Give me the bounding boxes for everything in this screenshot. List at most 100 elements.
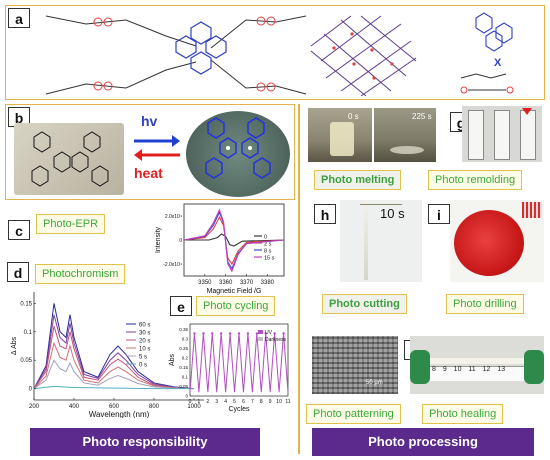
cycle-point-8: [264, 332, 267, 335]
epr-ytick-label-2: -2.0x10⁴: [163, 262, 182, 268]
abs-series-4: [33, 359, 195, 390]
x-mark: X: [494, 57, 502, 69]
cutting-time: 10 s: [380, 206, 405, 221]
photo-melting-tag: Photo melting: [314, 170, 402, 190]
cycle-xtick-label-8: 8: [260, 399, 263, 405]
cycle-xtick-label-4: 4: [224, 399, 227, 405]
abs-legend-label-4: 5 s: [139, 355, 147, 361]
abs-legend-label-3: 10 s: [139, 347, 150, 353]
epr-ylabel: Intensity: [155, 226, 162, 253]
epr-series-0: [184, 233, 285, 247]
photo-cycling-tag: Photo cycling: [196, 296, 276, 316]
abs-legend-label-2: 20 s: [139, 339, 150, 345]
cycle-ytick-label-3: 0.15: [179, 365, 188, 370]
cycle-ytick-label-5: 0.25: [179, 346, 188, 351]
abs-legend-label-1: 30 s: [139, 331, 150, 337]
epr-series-3: [183, 208, 285, 273]
cycle-xtick-label-7: 7: [251, 399, 254, 405]
photo-responsibility-banner: Photo responsibility: [30, 428, 260, 456]
abs-ytick-label-3: 0.15: [20, 301, 32, 307]
cycle-point-6: [246, 332, 250, 335]
cycle-legend-swatch-0: [258, 330, 263, 334]
cycle-xtick-label-1: 1: [198, 399, 201, 405]
cycle-plot-frame: [189, 323, 289, 397]
abs-legend-label-5: 0 s: [139, 363, 147, 369]
polymer-structure: X: [45, 12, 514, 97]
cycle-point-3: [219, 332, 223, 335]
photo-cutting-tag: Photo cutting: [322, 294, 407, 314]
epr-legend-label-1: 2 s: [264, 242, 272, 248]
panel-e-label: e: [170, 296, 192, 316]
cycle-legend-label-0: UV: [265, 330, 273, 336]
cycle-point-10: [282, 332, 285, 335]
scale-bar-label: 50 μm: [366, 380, 383, 386]
photo-epr-tag: Photo-EPR: [36, 214, 106, 234]
ruler-numbers: 8 9 10 11 12 13: [432, 366, 506, 373]
epr-xtick-label-3: 3380: [261, 280, 275, 286]
abs-xtick-label-1: 400: [69, 404, 80, 410]
panel-c: c Photo-EPR: [5, 203, 295, 261]
abs-series-2: [33, 325, 195, 390]
abs-xtick-label-0: 200: [29, 404, 40, 410]
cycle-point-5: [237, 332, 241, 335]
cycle-ytick-label-1: 0.05: [179, 384, 188, 389]
photo-healing-tag: Photo healing: [422, 404, 504, 424]
cycle-xtick-label-9: 9: [269, 399, 272, 405]
cycle-point-2: [211, 332, 214, 335]
cycle-ylabel: Abs: [169, 353, 176, 366]
epr-legend-label-2: 8 s: [264, 249, 272, 255]
abs-series-1: [33, 314, 195, 390]
photo-processing-banner: Photo processing: [312, 428, 534, 456]
epr-ytick-label-1: 0: [179, 238, 182, 244]
colored-crystal-photo: [186, 111, 290, 197]
epr-legend-label-3: 15 s: [264, 256, 275, 262]
panel-b: b hv heat: [5, 104, 295, 200]
melting-photo-225s: [374, 108, 436, 162]
cycle-xtick-label-6: 6: [242, 399, 245, 405]
cycle-xtick-label-11: 11: [285, 399, 290, 405]
panel-a-label: a: [8, 8, 30, 28]
melting-time-225: 225 s: [412, 112, 432, 121]
reversible-arrows: [134, 135, 180, 161]
epr-xlabel: Magnetic Field /G: [207, 288, 262, 295]
cycle-point-4: [228, 332, 232, 335]
photochromism-tag: Photochromism: [35, 264, 126, 284]
hv-label: hv: [141, 113, 158, 129]
photo-drilling-tag: Photo drilling: [446, 294, 524, 314]
abs-xtick-label-3: 800: [149, 404, 160, 410]
photo-patterning-tag: Photo patterning: [306, 404, 401, 424]
heat-label: heat: [134, 165, 163, 181]
cycle-ytick-label-7: 0.35: [179, 327, 188, 332]
photo-remolding-tag: Photo remolding: [428, 170, 523, 190]
panel-h-label: h: [314, 204, 336, 224]
abs-xtick-label-2: 600: [109, 404, 120, 410]
epr-xtick-label-1: 3360: [219, 280, 233, 286]
abs-ytick-label-2: 0.1: [24, 330, 33, 336]
abs-legend-label-0: 60 s: [139, 323, 150, 329]
epr-legend-label-0: 0: [264, 235, 267, 241]
cycle-point-1: [202, 332, 205, 335]
cycle-xtick-label-10: 10: [276, 399, 282, 405]
melting-photo-0s: [308, 108, 372, 162]
abs-xtick-label-4: 1000: [187, 404, 201, 410]
cycle-xtick-label-2: 2: [206, 399, 209, 405]
section-divider: [298, 104, 300, 454]
cycle-ytick-label-0: 0: [185, 394, 188, 399]
cycle-xtick-label-0: 0: [189, 399, 192, 405]
epr-ytick-label-0: 2.0x10⁴: [165, 214, 182, 220]
abs-ytick-label-1: 0.05: [20, 358, 32, 364]
drilling-photo: [450, 200, 544, 282]
cycle-point-9: [273, 332, 276, 335]
abs-ylabel: Δ Abs: [11, 336, 18, 355]
abs-ytick-label-0: 0: [29, 387, 33, 393]
panel-d-label: d: [7, 262, 29, 282]
cycle-ytick-label-6: 0.3: [182, 337, 189, 342]
panel-c-label: c: [8, 220, 30, 240]
abs-series-3: [33, 341, 195, 390]
cycle-ytick-label-2: 0.1: [182, 375, 189, 380]
abs-xlabel: Wavelength (nm): [89, 410, 150, 418]
panel-i-label: i: [428, 204, 450, 224]
